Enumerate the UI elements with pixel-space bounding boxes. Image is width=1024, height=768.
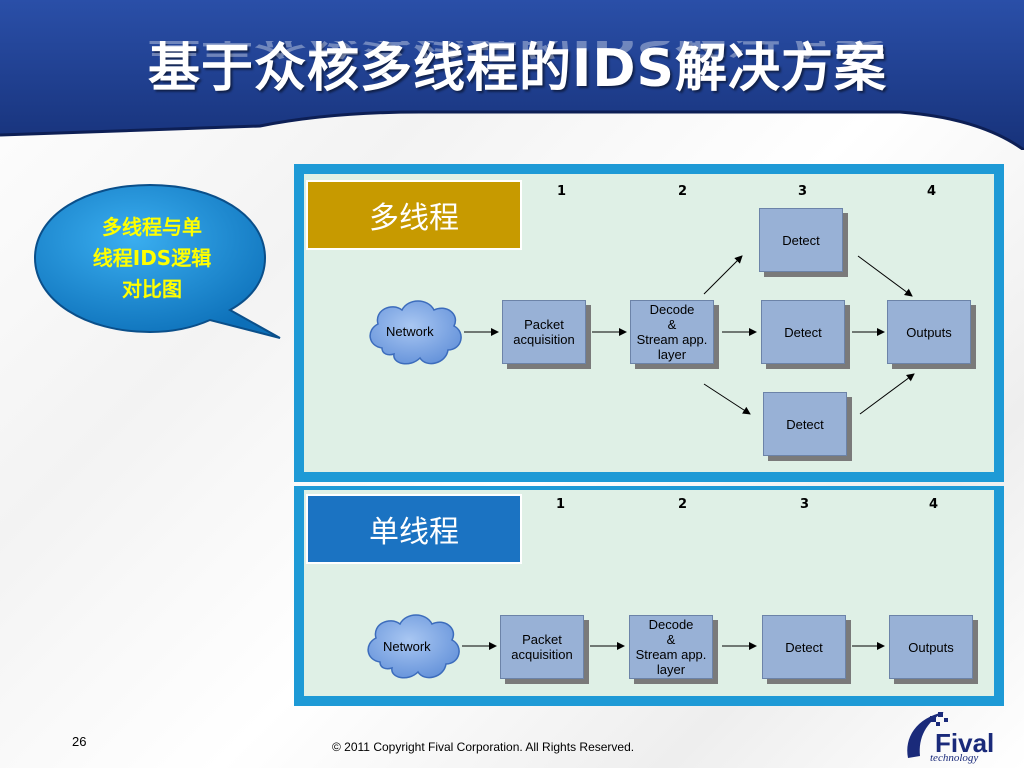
single-step-4: 4	[929, 497, 939, 512]
callout-line-1: 多线程与单	[102, 215, 202, 239]
page-number: 26	[72, 734, 87, 749]
multi-detect-mid-box: Detect	[761, 300, 845, 364]
copyright-text: © 2011 Copyright Fival Corporation. All …	[332, 740, 635, 754]
single-step-1: 1	[556, 497, 566, 512]
callout-bubble	[33, 183, 281, 339]
multi-step-4: 4	[927, 184, 937, 199]
single-network-cloud-icon	[367, 614, 460, 679]
multi-step-2: 2	[678, 184, 688, 199]
multi-outputs-box: Outputs	[887, 300, 971, 364]
single-detect-box: Detect	[762, 615, 846, 679]
single-packet-acquisition-box: Packet acquisition	[500, 615, 584, 679]
page-title: 基于众核多线程的IDS解决方案	[148, 39, 887, 99]
callout-line-2: 线程IDS逻辑	[92, 246, 212, 270]
multi-network-label: Network	[386, 324, 434, 339]
logo-name: Fival	[935, 728, 995, 758]
single-thread-label: 单线程	[306, 494, 522, 564]
fival-logo-icon	[907, 712, 948, 758]
multi-detect-top-box: Detect	[759, 208, 843, 272]
single-outputs-box: Outputs	[889, 615, 973, 679]
multi-network-cloud-icon	[369, 300, 462, 365]
multi-detect-bottom-box: Detect	[763, 392, 847, 456]
multi-thread-label: 多线程	[306, 180, 522, 250]
multi-packet-acquisition-box: Packet acquisition	[502, 300, 586, 364]
callout-line-3: 对比图	[122, 277, 182, 301]
single-step-3: 3	[800, 497, 810, 512]
single-step-2: 2	[678, 497, 688, 512]
callout-text: 多线程与单 线程IDS逻辑 对比图	[58, 212, 246, 305]
single-decode-box: Decode & Stream app. layer	[629, 615, 713, 679]
multi-step-3: 3	[798, 184, 808, 199]
single-network-label: Network	[383, 639, 431, 654]
multi-step-1: 1	[557, 184, 567, 199]
logo-tagline: technology	[930, 752, 979, 764]
header-band	[0, 0, 1024, 150]
multi-decode-box: Decode & Stream app. layer	[630, 300, 714, 364]
